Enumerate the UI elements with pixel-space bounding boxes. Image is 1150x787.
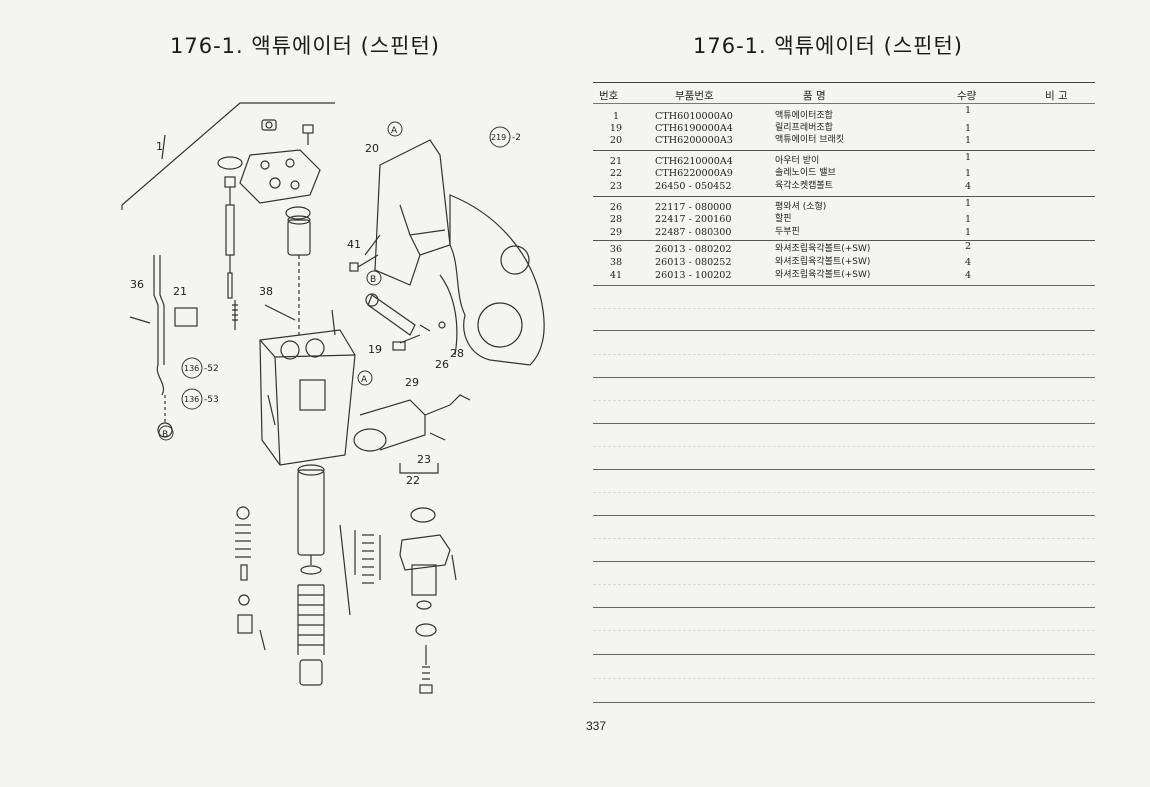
table-rule-faint <box>593 678 1095 679</box>
table-rule <box>593 285 1095 286</box>
table-rule <box>593 377 1095 378</box>
ref-219-suffix: -2 <box>512 133 521 143</box>
header-no: 번호 <box>599 90 619 102</box>
ref-136-a: 136 <box>184 364 199 373</box>
table-rule <box>593 423 1095 424</box>
callout-23: 23 <box>417 453 431 466</box>
callout-1: 1 <box>156 140 163 153</box>
header-name: 품 명 <box>803 90 826 102</box>
callout-36: 36 <box>130 278 144 291</box>
header-qty: 수량 <box>957 90 977 102</box>
table-rule-faint <box>593 630 1095 631</box>
callout-41: 41 <box>347 238 361 251</box>
table-rule-faint <box>593 446 1095 447</box>
page-title-right: 176-1. 액튜에이터 (스핀턴) <box>693 34 963 58</box>
exploded-parts-diagram: 1 20 41 36 21 38 19 28 26 29 23 22 A B A… <box>121 102 545 694</box>
ref-219: 219 <box>491 133 506 142</box>
ref-136-52: -52 <box>204 364 219 374</box>
callout-26: 26 <box>435 358 449 371</box>
callout-29: 29 <box>405 376 419 389</box>
table-rule <box>593 515 1095 516</box>
table-rule-faint <box>593 584 1095 585</box>
callout-20: 20 <box>365 142 379 155</box>
ref-b-right: B <box>370 275 376 285</box>
callout-38: 38 <box>259 285 273 298</box>
table-rule <box>593 561 1095 562</box>
table-rule <box>593 469 1095 470</box>
header-remarks: 비 고 <box>1045 90 1068 102</box>
callout-28: 28 <box>450 347 464 360</box>
callout-19: 19 <box>368 343 382 356</box>
table-rule-faint <box>593 308 1095 309</box>
page-title-left: 176-1. 액튜에이터 (스핀턴) <box>170 34 440 58</box>
table-rule-faint <box>593 538 1095 539</box>
table-rule <box>593 607 1095 608</box>
table-rule <box>593 654 1095 655</box>
ref-136-53: -53 <box>204 395 219 405</box>
callout-21: 21 <box>173 285 187 298</box>
table-rule-faint <box>593 354 1095 355</box>
ref-136-b: 136 <box>184 395 199 404</box>
table-rule-faint <box>593 492 1095 493</box>
table-rule <box>593 702 1095 703</box>
ref-b-left: B <box>162 430 168 440</box>
page-number: 337 <box>586 719 607 733</box>
ref-a-top: A <box>391 126 398 136</box>
table-rule <box>593 330 1095 331</box>
header-part-no: 부품번호 <box>675 90 714 102</box>
callout-22: 22 <box>406 474 420 487</box>
table-rule-faint <box>593 400 1095 401</box>
ref-a-body: A <box>361 375 368 385</box>
